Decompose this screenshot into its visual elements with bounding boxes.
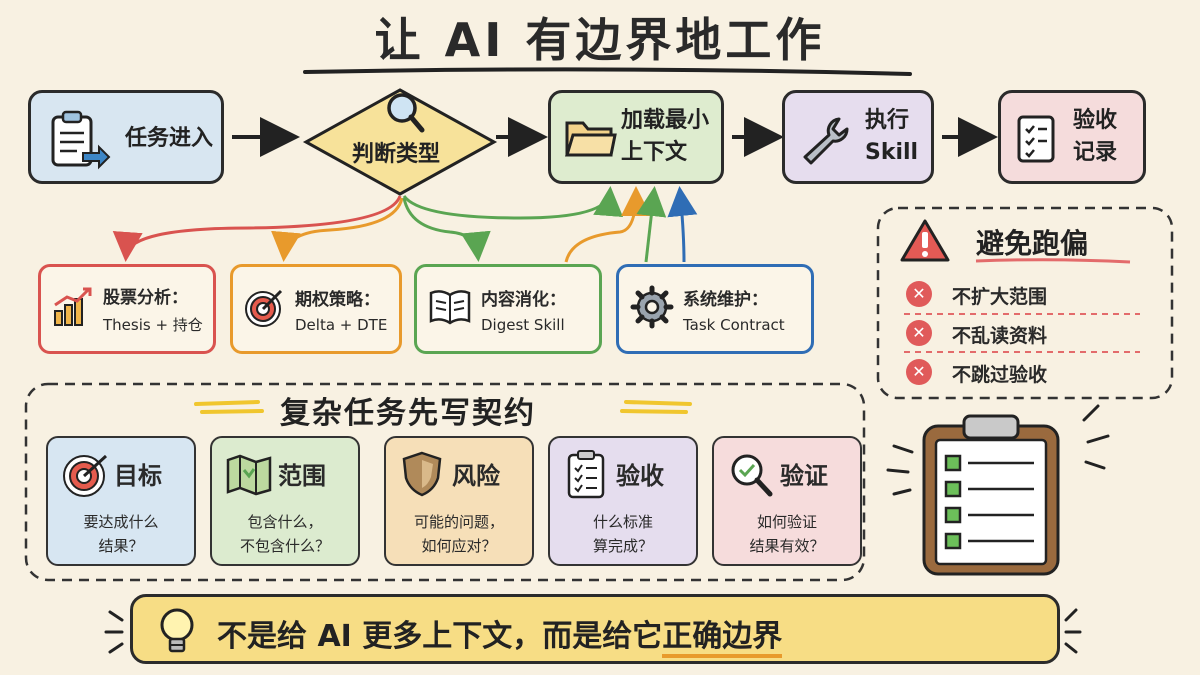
lightbulb-icon	[155, 605, 199, 663]
type-detail: Task Contract	[683, 315, 785, 334]
contract-card-name: 验收	[616, 462, 664, 490]
magnifier-check-icon	[726, 450, 776, 504]
contract-card-verify: 验证 如何验证 结果有效？	[712, 436, 862, 566]
accept-label-1: 验收	[1073, 108, 1118, 133]
contract-card-acceptance: 验收 什么标准 算完成？	[548, 436, 698, 566]
contract-card-name: 风险	[452, 462, 500, 490]
type-detail: Thesis + 持仓	[103, 316, 203, 334]
contract-title: 复杂任务先写契约	[280, 396, 536, 431]
big-clipboard-icon	[906, 410, 1076, 584]
contract-card-scope: 范围 包含什么， 不包含什么？	[210, 436, 360, 566]
load-context-label-2: 上下文	[621, 140, 688, 165]
wrench-icon	[795, 111, 851, 171]
contract-card-name: 验证	[780, 462, 828, 490]
type-detail: Delta + DTE	[295, 315, 388, 334]
type-name: 股票分析：	[103, 288, 188, 308]
avoid-item: 不跳过验收	[952, 364, 1048, 386]
folder-icon	[563, 113, 617, 165]
contract-card-risk: 风险 可能的问题， 如何应对？	[384, 436, 534, 566]
checklist-icon	[564, 450, 608, 504]
book-icon	[427, 287, 473, 331]
contract-card-desc: 要达成什么 结果？	[83, 513, 159, 555]
judge-label: 判断类型	[352, 142, 441, 167]
task-in-label: 任务进入	[125, 126, 214, 151]
accept-record-box: 验收 记录	[998, 90, 1146, 184]
type-card-stock: 股票分析： Thesis + 持仓	[38, 264, 216, 354]
shield-icon	[400, 450, 444, 502]
type-name: 期权策略：	[295, 289, 380, 310]
avoid-item: 不扩大范围	[952, 286, 1048, 308]
gear-icon	[629, 284, 675, 334]
type-card-options: 期权策略： Delta + DTE	[230, 264, 402, 354]
execute-label-2: Skill	[865, 140, 919, 165]
clipboard-icon	[47, 109, 111, 175]
avoid-title: 避免跑偏	[976, 227, 1089, 260]
avoid-item: 不乱读资料	[952, 325, 1048, 347]
judge-diamond	[302, 88, 498, 196]
contract-card-desc: 什么标准 算完成？	[592, 513, 653, 555]
contract-card-name: 范围	[278, 462, 326, 490]
x-icon: ✕	[906, 320, 932, 346]
target-icon	[243, 285, 287, 333]
contract-card-name: 目标	[114, 462, 162, 490]
contract-card-desc: 可能的问题， 如何应对？	[413, 513, 504, 555]
type-detail: Digest Skill	[481, 315, 565, 334]
bottom-text-emphasis: 正确边界	[662, 619, 783, 658]
page-title: 让 AI 有边界地工作	[374, 13, 826, 67]
type-card-digest: 内容消化： Digest Skill	[414, 264, 602, 354]
bottom-banner: 不是给 AI 更多上下文，而是给它正确边界	[130, 594, 1060, 664]
bottom-text-main: 不是给 AI 更多上下文，而是给它	[217, 619, 663, 654]
contract-card-desc: 包含什么， 不包含什么？	[239, 513, 330, 555]
x-icon: ✕	[906, 281, 932, 307]
execute-label-1: 执行	[865, 108, 910, 133]
warning-icon	[900, 218, 950, 266]
type-name: 内容消化：	[481, 289, 566, 310]
type-card-maintenance: 系统维护： Task Contract	[616, 264, 814, 354]
map-icon	[224, 452, 274, 500]
execute-skill-box: 执行 Skill	[782, 90, 934, 184]
contract-card-desc: 如何验证 结果有效？	[749, 513, 825, 555]
title-underline	[303, 67, 912, 76]
x-icon: ✕	[906, 359, 932, 385]
load-context-label-1: 加载最小	[621, 108, 710, 133]
avoid-title-underline	[975, 258, 1131, 264]
bar-chart-icon	[51, 285, 95, 333]
checklist-icon	[1013, 113, 1061, 171]
magnifier-icon	[378, 88, 426, 140]
load-context-box: 加载最小 上下文	[548, 90, 724, 184]
contract-card-goal: 目标 要达成什么 结果？	[46, 436, 196, 566]
accept-label-2: 记录	[1073, 140, 1118, 165]
target-icon	[60, 450, 110, 504]
task-in-box: 任务进入	[28, 90, 224, 184]
type-name: 系统维护：	[683, 289, 768, 310]
